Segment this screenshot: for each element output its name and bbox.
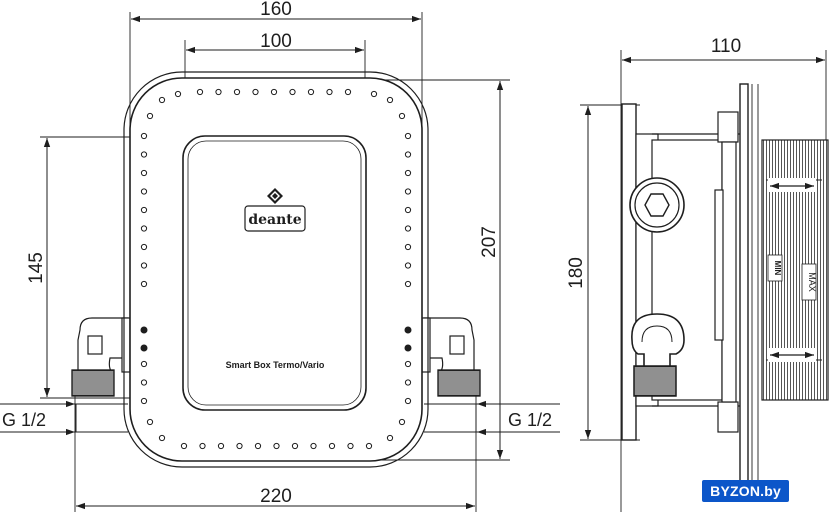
outer-frame-inner-edge: [123, 71, 429, 468]
connector-left: [71, 317, 131, 397]
dim-side-height-label: 180: [566, 257, 587, 289]
frame-dot: [307, 88, 315, 96]
connector-right: [421, 317, 481, 397]
frame-dot: [404, 188, 412, 195]
frame-dot: [404, 344, 412, 352]
frame-dot: [140, 360, 148, 368]
frame-dot: [365, 442, 373, 450]
frame-dot: [180, 442, 188, 450]
frame-dot: [344, 88, 352, 96]
frame-dot: [386, 434, 394, 442]
frame-dot: [140, 169, 148, 177]
frame-dot: [140, 280, 148, 288]
frame-dot: [236, 442, 243, 450]
frame-dot: [140, 188, 148, 195]
frame-dot: [404, 397, 412, 405]
frame-dot: [404, 132, 412, 140]
frame-dot: [398, 418, 406, 426]
frame-dot: [254, 442, 262, 450]
frame-dot: [404, 280, 412, 288]
frame-dot: [174, 90, 182, 98]
frame-screw-dots: [140, 88, 412, 450]
dim-height-inner-label: 145: [26, 252, 47, 284]
cover-plate: [182, 135, 367, 411]
frame-dot: [140, 151, 148, 158]
frame-dot: [140, 397, 148, 405]
frame-dot: [158, 434, 166, 442]
frame-dot: [140, 243, 148, 251]
cover-plate-edge: [187, 140, 362, 406]
frame-dot: [140, 262, 148, 269]
frame-dot: [215, 88, 222, 96]
frame-dot: [386, 96, 394, 104]
frame-dot: [199, 442, 206, 450]
frame-dot: [140, 344, 148, 352]
frame-dot: [146, 112, 154, 120]
frame-dot: [404, 169, 412, 177]
frame-dot: [326, 88, 333, 96]
frame-dot: [404, 379, 412, 386]
hex-nut-top: [629, 177, 685, 233]
product-label: Smart Box Termo/Vario: [226, 360, 325, 370]
frame-dot: [291, 442, 299, 450]
deante-logo: [244, 188, 306, 232]
frame-dot: [398, 112, 406, 120]
dim-width-total-label: 220: [260, 486, 292, 507]
frame-dot: [404, 225, 412, 232]
frame-dot: [217, 442, 225, 450]
side-view: [580, 50, 829, 512]
frame-dot: [347, 442, 354, 450]
elbow-connector-bottom: [631, 313, 685, 397]
frame-dot: [146, 418, 154, 426]
frame-dot: [404, 262, 412, 269]
thread-left-label: G 1/2: [2, 410, 46, 430]
front-view: [0, 12, 560, 512]
frame-dot: [196, 88, 204, 96]
frame-dot: [328, 442, 336, 450]
watermark-badge: BYZON.by: [702, 480, 789, 502]
frame-dot: [370, 90, 378, 98]
dim-depth-label: 110: [711, 36, 741, 57]
min-label: MIN: [773, 261, 782, 276]
frame-dot: [252, 88, 259, 96]
frame-dot: [140, 206, 148, 214]
frame-dot: [310, 442, 317, 450]
frame-dot: [289, 88, 296, 96]
frame-dot: [273, 442, 280, 450]
frame-dot: [404, 360, 412, 368]
dim-width-inner-label: 100: [260, 31, 292, 52]
thread-right-label: G 1/2: [508, 410, 552, 430]
frame-dot: [140, 326, 148, 334]
frame-dot: [233, 88, 241, 96]
dimension-lines: [43, 15, 504, 510]
side-flange: [739, 83, 749, 487]
max-label: MAX: [807, 272, 817, 292]
dim-width-outer-label: 160: [260, 0, 292, 20]
frame-dot: [404, 206, 412, 214]
frame-dot: [158, 96, 166, 104]
dim-height-outer-label: 207: [479, 226, 500, 258]
frame-dot: [270, 88, 278, 96]
frame-dot: [140, 225, 148, 232]
frame-dot: [404, 326, 412, 334]
frame-dot: [404, 243, 412, 251]
frame-dot: [140, 132, 148, 140]
logo-text: deante: [248, 212, 301, 228]
frame-dot: [404, 151, 412, 158]
frame-dot: [140, 379, 148, 386]
